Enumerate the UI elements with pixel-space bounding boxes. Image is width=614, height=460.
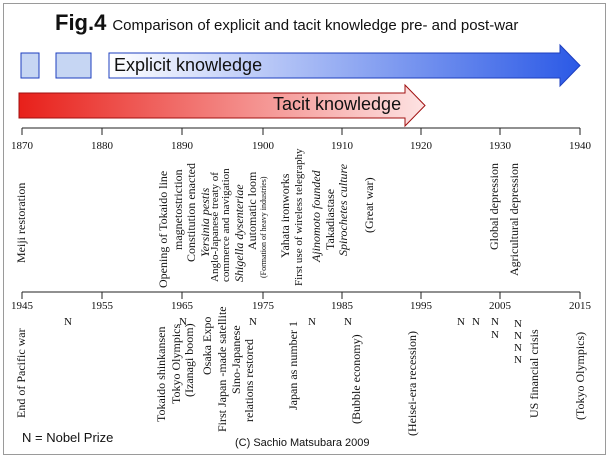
event-label: (Great war) [362, 177, 376, 233]
event-label: Meiji restoration [14, 182, 28, 263]
top-year-label: 1940 [569, 140, 591, 152]
figure-label: Fig.4 [55, 10, 107, 35]
top-year-label: 1910 [331, 140, 353, 152]
nobel-mark: N [457, 316, 465, 328]
nobel-mark: N [64, 316, 72, 328]
bottom-year-label: 1995 [410, 300, 432, 312]
top-year-label: 1870 [11, 140, 33, 152]
nobel-mark: N [491, 329, 499, 341]
nobel-mark: N [514, 342, 522, 354]
title-text: Comparison of explicit and tacit knowled… [112, 17, 519, 34]
top-year-label: 1920 [410, 140, 432, 152]
nobel-mark: N [514, 318, 522, 330]
nobel-mark: N [472, 316, 480, 328]
event-label: Ajinomoto founded [309, 170, 323, 262]
nobel-mark: N [249, 316, 257, 328]
nobel-mark: N [514, 354, 522, 366]
top-year-label: 1930 [489, 140, 511, 152]
event-label: Opening of Tokaido line [156, 170, 170, 288]
bottom-year-label: 2005 [489, 300, 511, 312]
explicit-knowledge-arrow [108, 43, 581, 88]
tacit-knowledge-arrow [18, 83, 426, 128]
nobel-mark: N [308, 316, 316, 328]
tacit-knowledge-label: Tacit knowledge [273, 94, 402, 114]
event-label: commerce and navigation [220, 168, 232, 282]
explicit-knowledge-label: Explicit knowledge [114, 55, 263, 75]
bottom-year-label: 1965 [171, 300, 193, 312]
top-year-label: 1890 [171, 140, 193, 152]
bottom-year-label: 2015 [569, 300, 591, 312]
event-label: relations restored [242, 339, 256, 422]
nobel-legend: N = Nobel Prize [22, 430, 114, 445]
event-label: Tokaido shinkansen [154, 326, 168, 422]
event-label: Constitution enacted [184, 163, 198, 262]
event-label: (Tokyo Olympics) [573, 331, 587, 420]
top-year-label: 1880 [91, 140, 113, 152]
event-label: End of Pacific war [14, 328, 28, 418]
bottom-year-label: 1945 [11, 300, 33, 312]
event-label: Yahata ironworks [278, 173, 292, 258]
event-label: Spirochetes culture [336, 163, 350, 256]
event-label: Global depression [487, 163, 501, 250]
nobel-mark: N [491, 316, 499, 328]
nobel-mark: N [179, 316, 187, 328]
event-label: First Japan -made satellite [215, 306, 229, 432]
event-label: Agricultural depression [507, 163, 521, 276]
event-label: Japan as number 1 [286, 321, 300, 410]
event-label: (Formation of heavy industries) [259, 176, 268, 278]
event-label: (Izanagi boom) [182, 323, 196, 397]
explicit-box-1 [20, 52, 40, 79]
bottom-year-label: 1975 [252, 300, 274, 312]
event-label: Automatic loom [245, 171, 259, 250]
explicit-box-2 [55, 52, 92, 79]
event-label: Osaka Expo [200, 316, 214, 375]
top-year-label: 1900 [252, 140, 274, 152]
event-label: (Heisei-era recession) [405, 331, 419, 436]
event-label: US financial crisis [527, 329, 541, 418]
nobel-mark: N [514, 330, 522, 342]
bottom-year-label: 1985 [331, 300, 353, 312]
event-label: First use of wireless telegraphy [293, 148, 305, 286]
nobel-mark: N [344, 316, 352, 328]
figure-title: Fig.4 Comparison of explicit and tacit kn… [55, 10, 518, 36]
event-label: (Bubble economy) [349, 334, 363, 424]
bottom-year-label: 1955 [91, 300, 113, 312]
copyright-notice: (C) Sachio Matsubara 2009 [235, 437, 370, 449]
